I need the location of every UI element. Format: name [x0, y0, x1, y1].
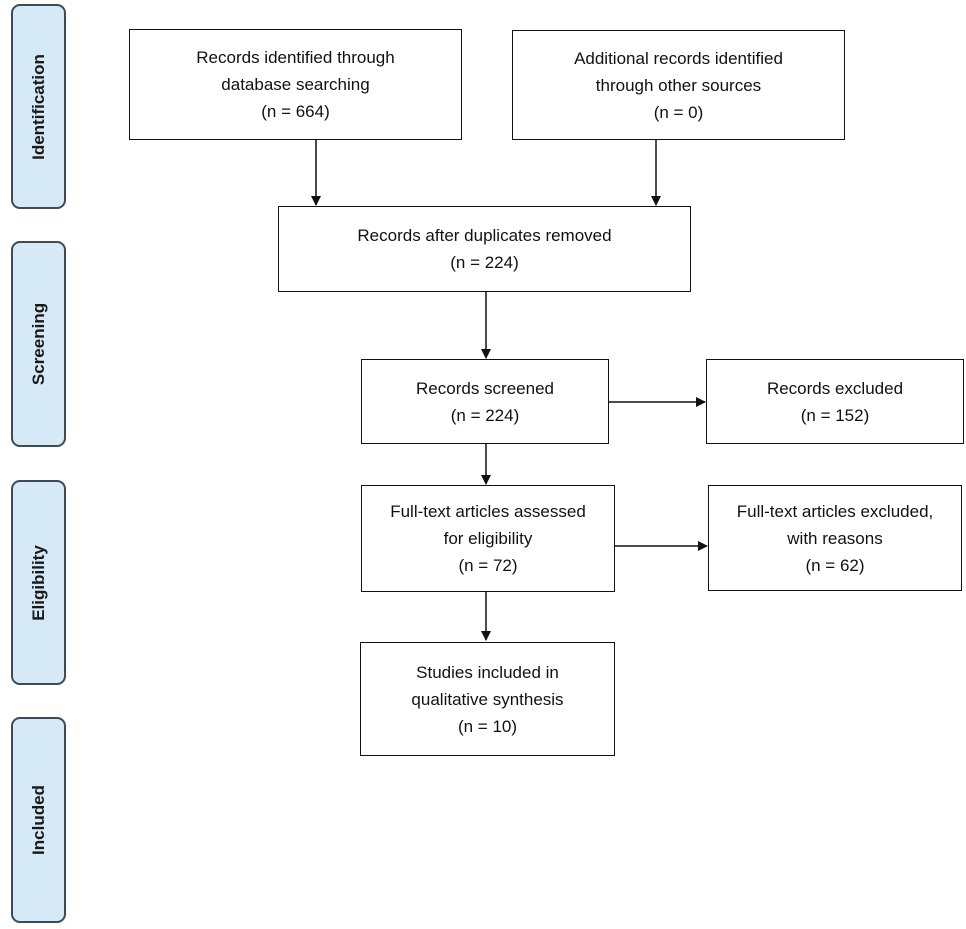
box-included-line1: Studies included in: [416, 662, 559, 682]
box-fulltext-line1: Full-text articles assessed: [390, 502, 586, 521]
box-fulltext-line2: for eligibility: [443, 529, 533, 548]
phase-eligibility-label: Eligibility: [28, 544, 48, 621]
box-screened-count: (n = 224): [450, 405, 520, 425]
box-excluded-line1: Records excluded: [766, 378, 904, 398]
box-duplicates-count: (n = 224): [450, 253, 519, 272]
box-studies-included: Studies included in qualitative synthesi…: [360, 642, 615, 756]
box-records-screened: Records screened (n = 224): [361, 359, 609, 444]
phase-included: Included: [11, 717, 66, 923]
box-database-count: (n = 664): [261, 102, 330, 121]
phase-eligibility: Eligibility: [11, 480, 66, 685]
box-duplicates-removed: Records after duplicates removed (n = 22…: [278, 206, 691, 292]
box-included-count: (n = 10): [457, 716, 518, 736]
box-fulltext-count: (n = 72): [458, 556, 518, 575]
box-database-searching: Records identified through database sear…: [129, 29, 462, 140]
phase-identification-label: Identification: [28, 53, 48, 160]
box-other-count: (n = 0): [653, 102, 704, 122]
phase-screening: Screening: [11, 241, 66, 447]
box-fulltext-assessed: Full-text articles assessed for eligibil…: [361, 485, 615, 592]
phase-screening-label: Screening: [28, 302, 48, 386]
box-fulltext-excluded-line2: with reasons: [787, 528, 883, 548]
box-other-line2: through other sources: [595, 75, 762, 95]
box-screened-line1: Records screened: [416, 378, 554, 398]
box-database-line2: database searching: [221, 75, 370, 94]
box-fulltext-excluded: Full-text articles excluded, with reason…: [708, 485, 962, 591]
box-included-line2: qualitative synthesis: [411, 689, 564, 709]
box-excluded-count: (n = 152): [800, 405, 870, 425]
box-other-line1: Additional records identified: [574, 48, 783, 68]
phase-identification: Identification: [11, 4, 66, 209]
box-fulltext-excluded-line1: Full-text articles excluded,: [736, 501, 934, 521]
box-other-sources: Additional records identified through ot…: [512, 30, 845, 140]
phase-included-label: Included: [28, 785, 48, 855]
box-records-excluded: Records excluded (n = 152): [706, 359, 964, 444]
box-duplicates-line1: Records after duplicates removed: [357, 226, 612, 245]
box-fulltext-excluded-count: (n = 62): [805, 555, 865, 575]
box-database-line1: Records identified through: [196, 48, 395, 67]
